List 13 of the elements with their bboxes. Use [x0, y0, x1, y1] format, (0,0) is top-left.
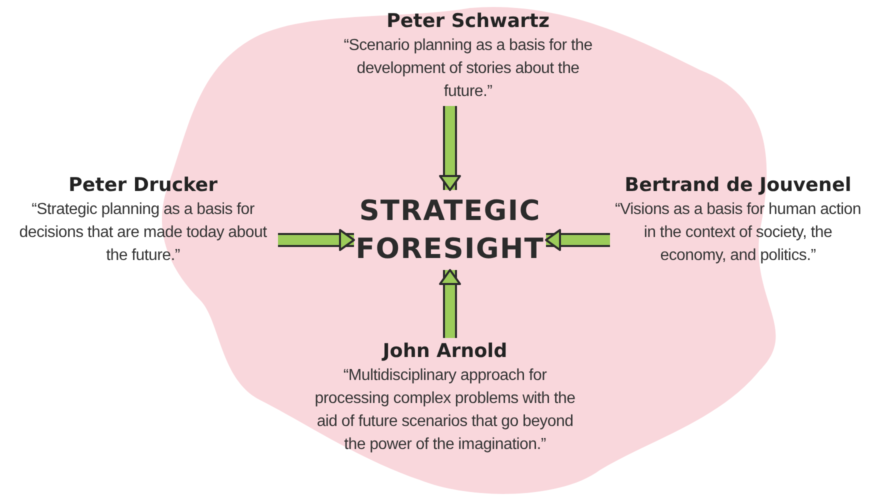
person-name: Bertrand de Jouvenel — [624, 173, 852, 198]
person-name: Peter Drucker — [68, 173, 218, 198]
person-name: Peter Schwartz — [386, 9, 550, 34]
block-arrow — [278, 229, 355, 251]
quote-text: “Multidisciplinary approach for processing complex problems with the aid of future scenarios that go beyond the power of the imagination.” — [314, 366, 576, 455]
quote-text: “Visions as a basis for human action in the context of society, the economy, and politics.” — [614, 200, 862, 266]
quote-text: “Strategic planning as a basis for decisions that are made today about the future.” — [18, 200, 268, 266]
quote-text: “Scenario planning as a basis for the development of stories about the future.” — [342, 36, 594, 102]
block-arrow — [545, 229, 610, 251]
block-arrow — [439, 269, 461, 338]
block-arrow — [439, 106, 461, 191]
person-name: John Arnold — [382, 339, 508, 364]
center-title: STRATEGIC FORESIGHT — [354, 193, 546, 267]
